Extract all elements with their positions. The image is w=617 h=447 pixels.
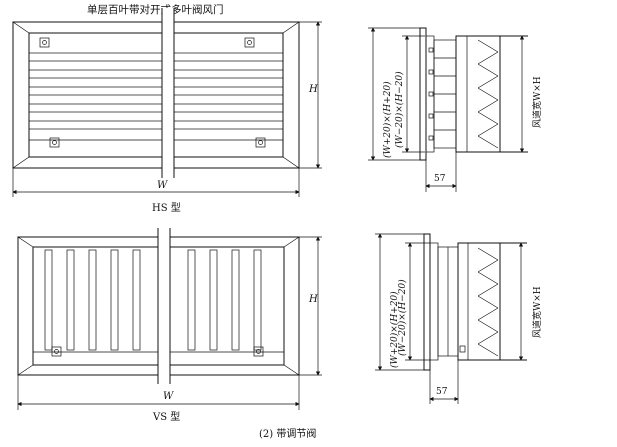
hs-side-inner-dim: (W−20)×(H−20) <box>394 71 405 148</box>
vs-side-inner-dim: (W−20)×(H−20) <box>397 279 408 356</box>
hs-side-view: (W+20)×(H+20) (W−20)×(H−20) <box>368 27 543 192</box>
hs-side-outer-dim: (W+20)×(H+20) <box>382 81 393 158</box>
vs-side-louvers <box>477 247 499 357</box>
top-title: 单层百叶带对开式多叶阀风门 <box>87 3 224 16</box>
hs-dim-w: W <box>157 180 168 191</box>
vs-side-view: (W+20)×(H+20) (W−20)×(H−20) 风道宽W×H <box>375 233 543 404</box>
vs-side-outer-dim: (W+20)×(H+20) <box>389 291 400 368</box>
vs-dim-h: H <box>308 294 318 305</box>
vs-front-view: H W VS 型 <box>17 228 322 423</box>
bottom-caption: (2) 带调节阀 <box>259 427 316 440</box>
hs-side-depth: 57 <box>434 174 446 184</box>
hs-caption: HS 型 <box>152 201 181 214</box>
vs-side-depth: 57 <box>436 387 448 397</box>
hs-dim-h: H <box>308 84 318 95</box>
vs-dim-w: W <box>163 391 174 402</box>
hs-front-view: H W HS 型 <box>12 8 322 214</box>
vs-caption: VS 型 <box>152 410 180 423</box>
vs-mounting-screws <box>51 346 264 357</box>
hs-side-louvers <box>477 39 499 149</box>
hs-mounting-screws <box>39 37 266 148</box>
hs-side-duct-dim: 风道宽W×H <box>531 76 543 128</box>
hs-horizontal-blades <box>28 52 284 141</box>
vs-side-duct-dim: 风道宽W×H <box>531 286 543 338</box>
